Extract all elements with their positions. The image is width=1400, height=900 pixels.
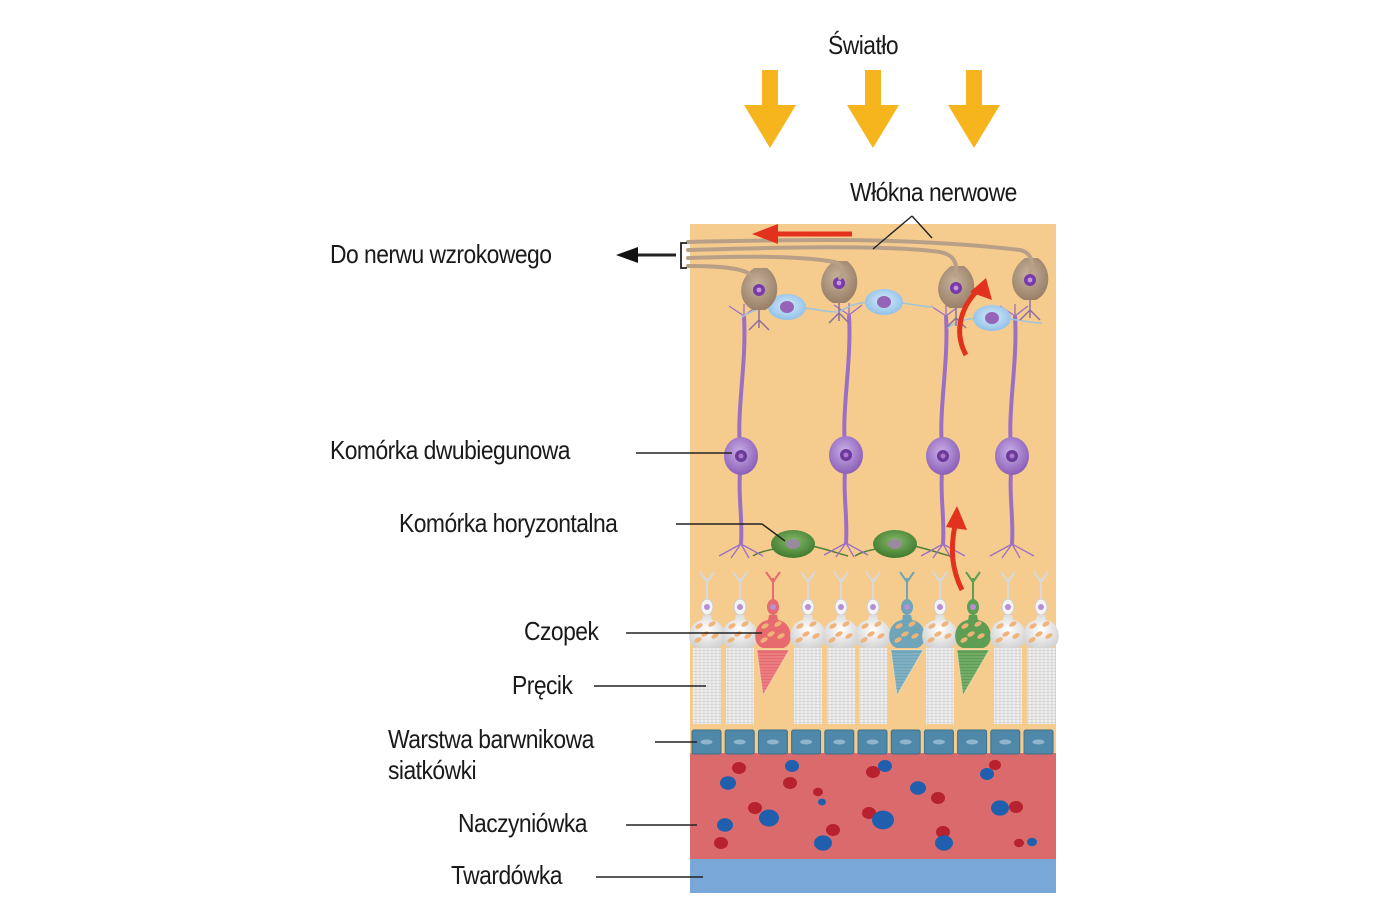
cone-cell (755, 571, 791, 697)
rod-cell (922, 571, 958, 724)
amacrine-cell (838, 289, 935, 315)
choroid-label: Naczyniówka (458, 808, 588, 838)
ganglion-cell (821, 261, 858, 324)
rod-cell (1023, 571, 1059, 724)
sclera-label: Twardówka (451, 860, 563, 890)
blood-cells (714, 759, 1037, 851)
blue-blood-cell (717, 818, 733, 832)
red-blood-cell (1014, 838, 1024, 848)
blue-blood-cell (814, 835, 832, 851)
light-arrow-icon (948, 70, 1000, 148)
cone-outer-segment (890, 649, 924, 697)
rpe-label-line2: siatkówki (388, 755, 477, 785)
blue-blood-cell (991, 800, 1009, 816)
rod-cell (722, 571, 758, 724)
light-arrows (744, 70, 1000, 148)
red-blood-cell (732, 762, 746, 774)
ganglion-cell (938, 266, 975, 329)
signal-arrows (752, 224, 992, 592)
red-blood-cell (936, 826, 950, 838)
cone-cell (889, 571, 925, 697)
light-arrow-icon (744, 70, 796, 148)
red-blood-cell (931, 792, 945, 804)
red-blood-cell (783, 777, 797, 789)
rod-cell (790, 571, 826, 724)
horizontal-cell (752, 530, 849, 558)
blue-blood-cell (910, 781, 926, 795)
amacrine-cell (741, 294, 838, 320)
blue-blood-cell (935, 835, 953, 851)
rod-outer-segment (794, 648, 822, 724)
rod-outer-segment (859, 648, 887, 724)
red-blood-cell (1009, 801, 1023, 813)
rod-cell (689, 571, 725, 724)
red-blood-cell (813, 787, 823, 797)
bipolar-cell (823, 303, 869, 558)
nerve-fibers-label: Włókna nerwowe (850, 177, 1017, 207)
horizontal-cell-label: Komórka horyzontalna (399, 508, 618, 538)
blue-blood-cell (872, 810, 894, 830)
rod-cell (990, 571, 1026, 724)
cone-cell (955, 571, 991, 697)
rod-label: Pręcik (512, 670, 573, 700)
red-blood-cell (714, 837, 728, 849)
red-blood-cell (826, 824, 840, 836)
red-blood-cell (748, 802, 762, 814)
bipolar-cell (718, 304, 764, 559)
light-label: Światło (828, 30, 899, 60)
rod-outer-segment (926, 648, 954, 724)
rod-outer-segment (726, 648, 754, 724)
blue-blood-cell (878, 760, 892, 772)
rod-outer-segment (1027, 648, 1055, 724)
blue-blood-cell (1027, 837, 1037, 847)
red-blood-cell (866, 766, 880, 778)
red-blood-cell (989, 759, 1001, 771)
cone-outer-segment (956, 649, 990, 697)
nerve-fibers (686, 237, 1034, 280)
bipolar-cell-label: Komórka dwubiegunowa (330, 435, 571, 465)
light-arrow-icon (847, 70, 899, 148)
leader-lines (594, 215, 933, 878)
bipolar-cell (920, 304, 966, 559)
rod-outer-segment (994, 648, 1022, 724)
rod-cell (855, 571, 891, 724)
optic-nerve-label: Do nerwu wzrokowego (330, 239, 552, 269)
blue-blood-cell (818, 798, 826, 806)
cone-label: Czopek (524, 616, 599, 646)
horizontal-cell (854, 530, 951, 558)
ganglion-cell (741, 268, 778, 331)
optic-nerve-pointer (616, 242, 687, 269)
cells-group (689, 258, 1059, 724)
ganglion-cell (1012, 258, 1049, 321)
blue-blood-cell (720, 776, 736, 790)
rpe-label-line1: Warstwa barwnikowa (388, 724, 594, 754)
blue-blood-cell (785, 760, 799, 772)
sclera-layer (690, 859, 1056, 893)
blue-blood-cell (980, 768, 994, 780)
rod-outer-segment (827, 648, 855, 724)
rpe-cells (691, 729, 1054, 755)
red-blood-cell (862, 807, 876, 819)
cone-outer-segment (756, 649, 790, 697)
blue-blood-cell (759, 809, 779, 827)
rod-cell (823, 571, 859, 724)
